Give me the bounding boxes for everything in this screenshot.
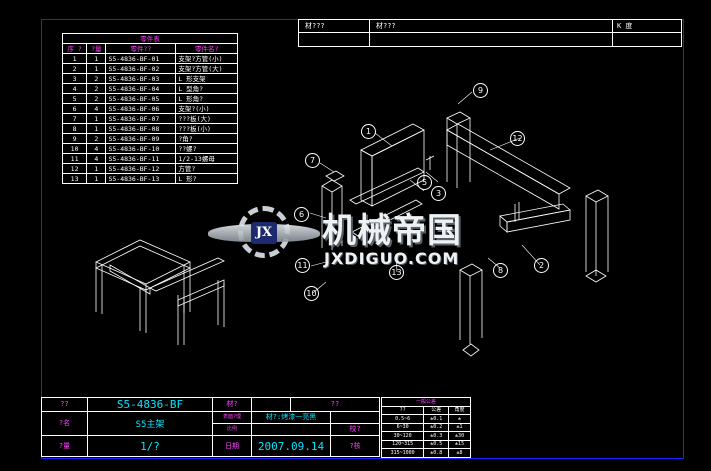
callout-bubble-7: 7 — [305, 153, 320, 168]
tolerance-header-cell: ?? — [380, 405, 425, 415]
callout-bubble-12: 12 — [510, 131, 525, 146]
tb-qty-value: 1/? — [140, 439, 160, 453]
parts-cell: S5-4836-BF-13 — [105, 173, 177, 184]
header-col3: K 度 — [617, 21, 633, 30]
watermark-url: JXDIGUO.COM — [324, 249, 460, 268]
tolerance-cell: ± — [448, 414, 471, 424]
table-row: 120~315±0.5±15 — [380, 439, 471, 449]
tolerance-cell: ±0.1 — [423, 414, 450, 424]
tolerance-cell: ±0.3 — [423, 431, 450, 441]
callout-bubble-8: 8 — [493, 263, 508, 278]
header-col2: 材??? — [376, 21, 396, 30]
tb-qty-label: ?量 — [58, 441, 71, 450]
callout-bubble-10: 10 — [304, 286, 319, 301]
tb-drawing-no: S5-4836-BF — [116, 398, 184, 411]
tolerance-cell: 30~120 — [380, 431, 425, 441]
tolerance-cell: ±0.8 — [423, 448, 450, 458]
tb-scale-label: 比例 — [226, 426, 237, 432]
tb-name-label: ?名 — [58, 419, 71, 427]
tolerance-cell: 0.5~6 — [380, 414, 425, 424]
callout-bubble-13: 13 — [389, 265, 404, 280]
tolerance-cell: 120~315 — [380, 439, 425, 449]
tb-date-value: 2007.09.14 — [257, 439, 325, 453]
callout-bubble-3: 3 — [431, 186, 446, 201]
callout-bubble-2: 2 — [534, 258, 549, 273]
callout-bubble-6: 6 — [294, 207, 309, 222]
table-row: 0.5~6±0.1± — [380, 414, 471, 424]
tolerance-header-cell: 角度 — [448, 405, 471, 415]
table-row: 30~120±0.3±30 — [380, 431, 471, 441]
tb-material-label: 材? — [226, 400, 238, 408]
tb-surface-label: 表面?理 — [222, 414, 241, 420]
tolerance-cell: ±15 — [448, 439, 471, 449]
tolerance-cell: ±0.5 — [423, 439, 450, 449]
table-row: 6~30±0.2±1 — [380, 422, 471, 432]
tolerance-header-cell: 公差 — [423, 405, 450, 415]
tb-row1-label: ?? — [60, 400, 69, 408]
tb-material-label2: ?? — [330, 400, 340, 408]
callout-bubble-5: 5 — [417, 175, 432, 190]
tolerance-cell: 6~30 — [380, 422, 425, 432]
tolerance-cell: ±0.2 — [423, 422, 450, 432]
parts-cell: L 形? — [175, 173, 238, 184]
title-block: ?? S5-4836-BF 材? ?? ?名 S5主架 表面?理 材?:烤漆一亮… — [41, 397, 380, 457]
callout-bubble-9: 9 — [473, 83, 488, 98]
watermark-badge: JX — [251, 222, 277, 244]
tolerance-title: 一般公差 — [381, 397, 471, 407]
watermark-logo: JX 机械帝国 JXDIGUO.COM — [208, 206, 508, 276]
tolerance-cell: ±30 — [448, 431, 471, 441]
callout-bubble-1: 1 — [361, 124, 376, 139]
tolerance-cell: ±1 — [448, 422, 471, 432]
header-block: 材??? 材??? K 度 — [298, 19, 682, 47]
tb-check-label: 校? — [349, 425, 361, 433]
header-col1: 材??? — [305, 21, 325, 30]
tb-surface-value: 材?:烤漆一亮黑 — [265, 413, 317, 421]
callout-bubble-11: 11 — [295, 258, 310, 273]
parts-cell: 1 — [86, 173, 107, 184]
tolerance-cell: ±8 — [448, 448, 471, 458]
tb-date-label: 日期 — [225, 441, 239, 450]
tolerance-cell: 315~1000 — [380, 448, 425, 458]
watermark-title: 机械帝国 — [322, 211, 462, 251]
table-row: 315~1000±0.8±8 — [380, 448, 471, 458]
tb-approve-label: ?核 — [349, 441, 361, 450]
tb-name-value: S5主架 — [135, 420, 165, 430]
